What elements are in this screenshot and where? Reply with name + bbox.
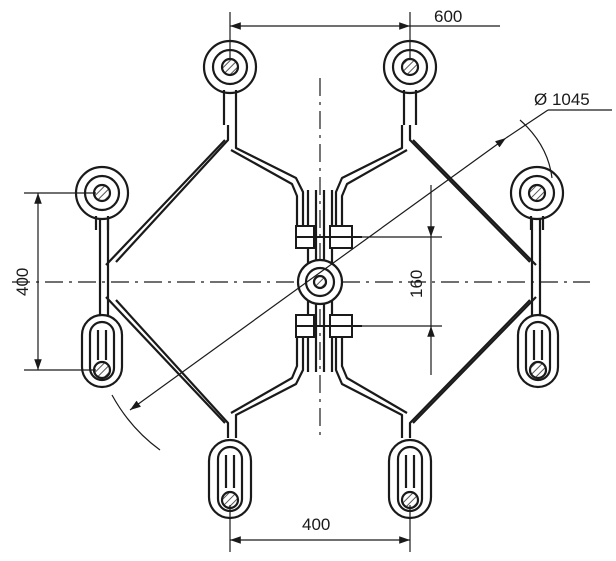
clamp-bottom-left xyxy=(207,438,253,520)
dimension-diameter xyxy=(111,109,612,451)
clamp-top-right xyxy=(382,39,438,125)
dimension-bottom-width-label: 400 xyxy=(302,515,330,534)
dimension-center-height-label: 160 xyxy=(407,270,426,298)
clamp-left-lower xyxy=(80,313,124,389)
clamp-right-lower xyxy=(516,313,560,389)
dimension-left-height-label: 400 xyxy=(13,268,32,296)
dimension-bottom-width xyxy=(229,505,411,552)
dimension-top-width xyxy=(229,12,500,60)
clamp-top-left xyxy=(202,39,258,125)
clamp-left-upper xyxy=(74,165,130,230)
dimension-diameter-label: Ø 1045 xyxy=(534,90,590,109)
dimension-top-width-label: 600 xyxy=(434,7,462,26)
dimension-center-height xyxy=(350,185,442,375)
clamp-right-upper xyxy=(509,165,565,230)
central-hub xyxy=(296,258,344,306)
dimension-left-height xyxy=(24,192,96,371)
